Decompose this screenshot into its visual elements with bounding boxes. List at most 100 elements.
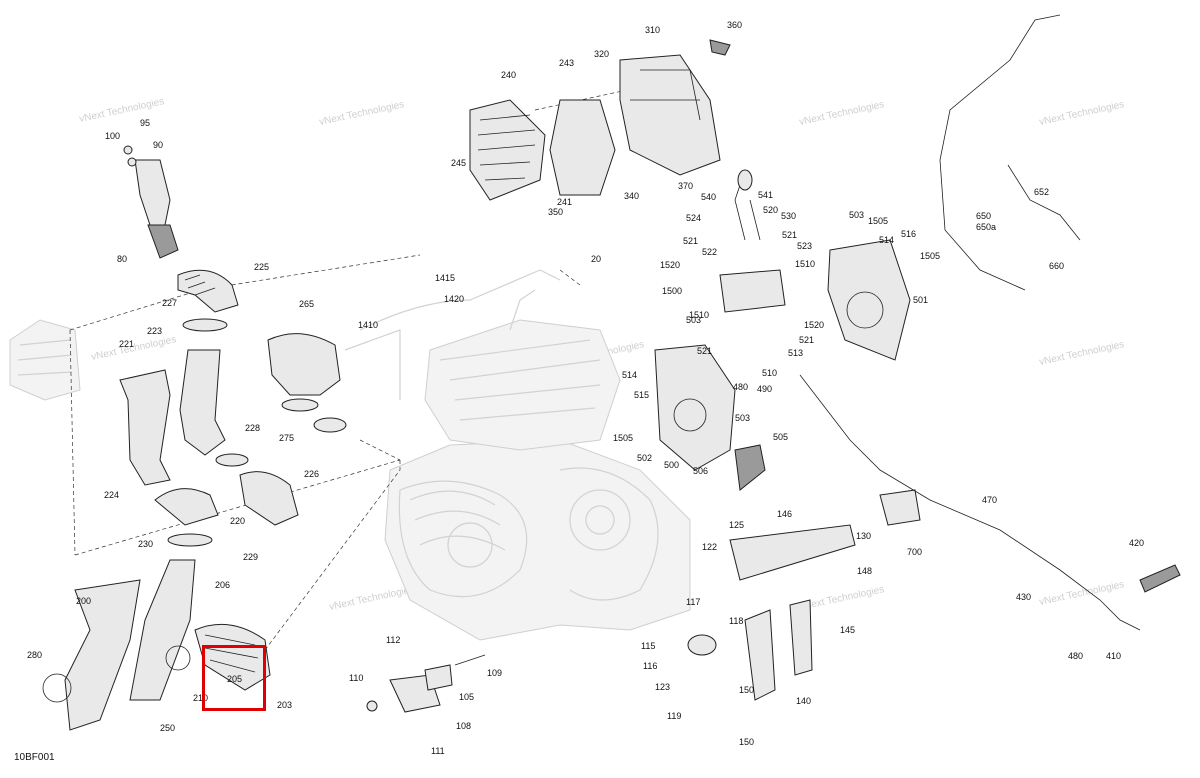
callout-label: 123 <box>655 682 670 692</box>
callout-label: 516 <box>901 229 916 239</box>
callout-label: 513 <box>788 348 803 358</box>
callout-label: 522 <box>702 247 717 257</box>
watermark: vNext Technologies <box>1038 99 1125 128</box>
callout-label: 203 <box>277 700 292 710</box>
callout-label: 1510 <box>795 259 815 269</box>
watermark: vNext Technologies <box>1038 579 1125 608</box>
callout-label: 502 <box>637 453 652 463</box>
callout-label: 115 <box>641 641 655 651</box>
callout-label: 420 <box>1129 538 1144 548</box>
callout-label: 530 <box>781 211 796 221</box>
callout-label: 112 <box>386 635 400 645</box>
callout-label: 227 <box>162 298 177 308</box>
callout-label: 430 <box>1016 592 1031 602</box>
callout-label: 1415 <box>435 273 455 283</box>
callout-label: 1505 <box>920 251 940 261</box>
callout-label: 90 <box>153 140 163 150</box>
callout-label: 523 <box>797 241 812 251</box>
air-filter-ghost <box>9 319 81 401</box>
callout-label: 140 <box>796 696 811 706</box>
callout-label: 521 <box>799 335 814 345</box>
callout-label: 1505 <box>868 216 888 226</box>
callout-label: 652 <box>1034 187 1049 197</box>
callout-label: 105 <box>459 692 474 702</box>
watermark: vNext Technologies <box>1038 339 1125 368</box>
callout-label: 1510 <box>689 310 709 320</box>
callout-label: 200 <box>76 596 91 606</box>
callout-label: 205 <box>227 674 242 684</box>
airbox-assembly <box>469 39 731 201</box>
callout-label: 125 <box>729 520 744 530</box>
highlight-box <box>202 645 266 711</box>
callout-label: 220 <box>230 516 245 526</box>
engine-ghost <box>344 269 691 641</box>
callout-label: 320 <box>594 49 609 59</box>
callout-label: 515 <box>634 390 649 400</box>
callout-label: 109 <box>487 668 502 678</box>
callout-label: 224 <box>104 490 119 500</box>
callout-label: 206 <box>215 580 230 590</box>
callout-label: 265 <box>299 299 314 309</box>
callout-label: 148 <box>857 566 872 576</box>
callout-label: 146 <box>777 509 792 519</box>
intake-ducts <box>42 269 347 731</box>
shifter-assembly <box>654 169 921 701</box>
callout-label: 350 <box>548 207 563 217</box>
callout-label: 130 <box>856 531 871 541</box>
callout-label: 480 <box>1068 651 1083 661</box>
callout-label: 520 <box>763 205 778 215</box>
watermark: vNext Technologies <box>328 584 415 613</box>
callout-label: 360 <box>727 20 742 30</box>
callout-label: 1505 <box>613 433 633 443</box>
callout-label: 108 <box>456 721 471 731</box>
callout-label: 503 <box>849 210 864 220</box>
callout-label: 1420 <box>444 294 464 304</box>
callout-label: 230 <box>138 539 153 549</box>
callout-label: 226 <box>304 469 319 479</box>
callout-label: 223 <box>147 326 162 336</box>
watermark: vNext Technologies <box>798 584 885 613</box>
callout-label: 110 <box>349 673 363 683</box>
callout-label: 514 <box>879 235 894 245</box>
callout-label: 240 <box>501 70 516 80</box>
callout-label: 228 <box>245 423 260 433</box>
callout-label: 100 <box>105 131 120 141</box>
callout-label: 275 <box>279 433 294 443</box>
callout-label: 503 <box>735 413 750 423</box>
callout-label: 250 <box>160 723 175 733</box>
callout-label: 20 <box>591 254 601 264</box>
callout-label: 280 <box>27 650 42 660</box>
callout-label: 660 <box>1049 261 1064 271</box>
callout-label: 370 <box>678 181 693 191</box>
callout-label: 503 <box>686 315 701 325</box>
watermark: vNext Technologies <box>318 99 405 128</box>
watermark: vNext Technologies <box>78 96 165 125</box>
callout-label: 500 <box>664 460 679 470</box>
callout-label: 80 <box>117 254 127 264</box>
callout-label: 521 <box>782 230 797 240</box>
shift-cables <box>799 14 1181 631</box>
callout-label: 243 <box>559 58 574 68</box>
callout-label: 506 <box>693 466 708 476</box>
pedal-assembly <box>123 145 179 259</box>
callout-label: 150 <box>739 737 754 747</box>
callout-label: 118 <box>729 616 743 626</box>
callout-label: 470 <box>982 495 997 505</box>
callout-label: 117 <box>686 597 700 607</box>
callout-label: 1520 <box>804 320 824 330</box>
callout-label: 1520 <box>660 260 680 270</box>
callout-label: 410 <box>1106 651 1121 661</box>
callout-label: 514 <box>622 370 637 380</box>
figure-code: 10BF001 <box>14 752 55 763</box>
callout-label: 340 <box>624 191 639 201</box>
callout-label: 122 <box>702 542 717 552</box>
callout-label: 245 <box>451 158 466 168</box>
callout-label: 650a <box>976 222 996 232</box>
callout-label: 116 <box>643 661 657 671</box>
callout-label: 490 <box>757 384 772 394</box>
callout-label: 510 <box>762 368 777 378</box>
callout-label: 310 <box>645 25 660 35</box>
callout-label: 119 <box>667 711 681 721</box>
callout-label: 241 <box>557 197 572 207</box>
